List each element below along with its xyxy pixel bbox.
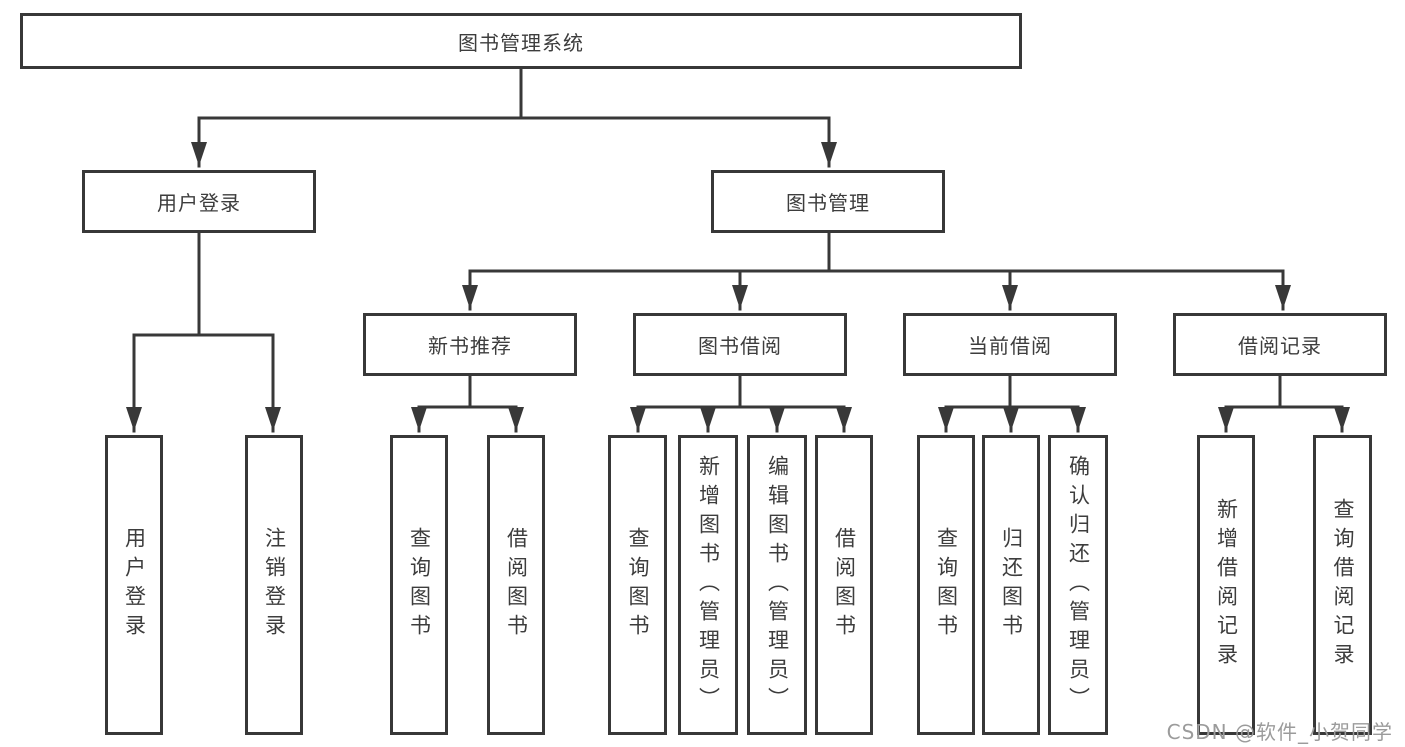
leaf-borrow-books-borrowing: 借阅图书	[815, 435, 873, 735]
leaf-logout: 注销登录	[245, 435, 303, 735]
leaf-label: 查询图书	[626, 527, 650, 643]
leaf-label: 编辑图书（管理员）	[765, 454, 790, 716]
node-label: 新书推荐	[428, 334, 512, 358]
leaf-label: 注销登录	[262, 527, 287, 643]
csdn-watermark: CSDN @软件_小贺同学	[1166, 720, 1393, 744]
leaf-query-borrow-record: 查询借阅记录	[1313, 435, 1372, 735]
node-label: 当前借阅	[968, 334, 1052, 358]
leaf-user-login: 用户登录	[105, 435, 163, 735]
leaf-return-books: 归还图书	[982, 435, 1040, 735]
leaf-label: 借阅图书	[504, 527, 529, 643]
node-current-borrowing: 当前借阅	[903, 313, 1117, 376]
node-label: 借阅记录	[1238, 334, 1322, 358]
node-user-login: 用户登录	[82, 170, 316, 233]
leaf-borrow-books-recommend: 借阅图书	[487, 435, 545, 735]
node-label: 图书管理系统	[458, 30, 584, 55]
node-label: 图书管理	[786, 191, 870, 215]
leaf-confirm-return-admin: 确认归还（管理员）	[1048, 435, 1108, 735]
leaf-label: 查询图书	[934, 527, 959, 643]
node-book-management: 图书管理	[711, 170, 945, 233]
leaf-label: 确认归还（管理员）	[1066, 454, 1091, 716]
leaf-edit-book-admin: 编辑图书（管理员）	[747, 435, 807, 735]
leaf-label: 查询借阅记录	[1331, 498, 1355, 672]
leaf-query-books-current: 查询图书	[917, 435, 975, 735]
leaf-label: 归还图书	[999, 527, 1024, 643]
node-book-borrowing: 图书借阅	[633, 313, 847, 376]
node-new-book-recommendation: 新书推荐	[363, 313, 577, 376]
node-borrowing-records: 借阅记录	[1173, 313, 1387, 376]
node-label: 用户登录	[157, 191, 241, 215]
leaf-add-book-admin: 新增图书（管理员）	[678, 435, 738, 735]
node-label: 图书借阅	[698, 334, 782, 358]
leaf-label: 新增借阅记录	[1214, 498, 1239, 672]
leaf-label: 新增图书（管理员）	[696, 454, 721, 716]
leaf-label: 用户登录	[122, 527, 147, 643]
leaf-label: 查询图书	[407, 527, 432, 643]
leaf-query-books-recommend: 查询图书	[390, 435, 448, 735]
node-library-management-system: 图书管理系统	[20, 13, 1022, 69]
leaf-query-books-borrowing: 查询图书	[608, 435, 667, 735]
leaf-label: 借阅图书	[832, 527, 857, 643]
leaf-add-borrow-record: 新增借阅记录	[1197, 435, 1255, 735]
